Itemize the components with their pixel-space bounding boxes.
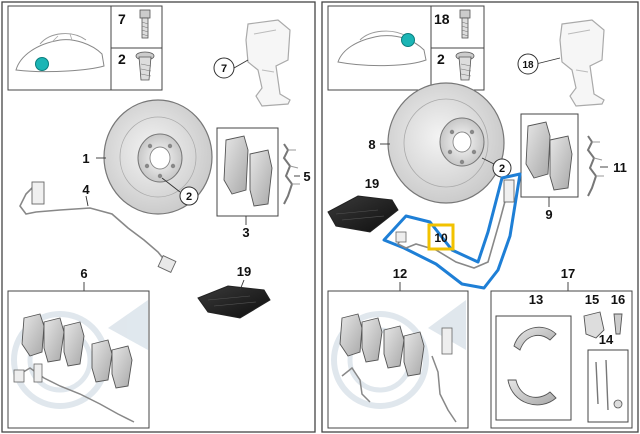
- right-brake-pads: [520, 113, 579, 198]
- callout-right-2: 2: [499, 163, 505, 175]
- left-brake-disc: [103, 99, 213, 215]
- disc-screw-icon: [135, 51, 155, 81]
- left-repair-kit: [7, 290, 150, 429]
- right-wear-sensor: [395, 179, 515, 269]
- caliper-bolt-icon: [139, 9, 151, 39]
- selected-part-highlight-box: [427, 223, 455, 251]
- vehicle-position-marker: [35, 57, 49, 71]
- callout-right-12: 12: [393, 266, 407, 281]
- callout-right-15: 15: [585, 292, 599, 307]
- caliper-bolt-icon: [459, 9, 471, 39]
- callout-right-11: 11: [613, 160, 627, 175]
- callout-left-1: 1: [82, 151, 89, 166]
- callout-left-2: 2: [186, 191, 192, 203]
- left-bolt-key-label-7: 7: [118, 11, 126, 27]
- callout-right-10[interactable]: 10: [434, 231, 448, 245]
- callout-right-8: 8: [368, 137, 375, 152]
- selected-part-callout-10[interactable]: 10: [427, 223, 455, 251]
- adjuster-part: [583, 311, 605, 339]
- vehicle-position-marker: [401, 33, 415, 47]
- sensor-highlight-outline: [382, 172, 522, 290]
- disc-screw-icon: [455, 51, 475, 81]
- callout-left-3: 3: [242, 225, 249, 240]
- right-parking-brake-kit: [490, 290, 633, 429]
- callout-right-9: 9: [545, 207, 552, 222]
- right-repair-kit: [327, 290, 469, 429]
- callout-right-16: 16: [611, 292, 625, 307]
- right-bolt-key-label-2: 2: [437, 51, 445, 67]
- callout-right-13: 13: [529, 292, 543, 307]
- left-vehicle-thumbnail: [7, 5, 112, 91]
- callout-left-7: 7: [221, 63, 227, 75]
- spring-pin-part: [613, 313, 623, 335]
- right-panel-frame: [321, 1, 639, 433]
- left-wear-sensor: [19, 181, 177, 273]
- left-bolt-key-label-2: 2: [118, 51, 126, 67]
- right-caliper-carrier: [559, 19, 605, 107]
- right-vehicle-thumbnail: [327, 5, 432, 91]
- left-anti-rattle-clip: [282, 143, 300, 205]
- left-grease-sachet: [197, 285, 271, 319]
- left-panel-frame: [1, 1, 316, 433]
- callout-left-19: 19: [237, 264, 251, 279]
- right-bolt-key-box: 18 2: [430, 5, 485, 91]
- left-bolt-key-box: 7 2: [110, 5, 163, 91]
- callout-right-18: 18: [522, 60, 534, 71]
- left-brake-pads: [216, 127, 279, 217]
- callout-right-19: 19: [365, 176, 379, 191]
- right-brake-disc: [387, 82, 505, 204]
- right-bolt-key-label-18: 18: [434, 11, 450, 27]
- callout-right-17: 17: [561, 266, 575, 281]
- callout-left-6: 6: [80, 266, 87, 281]
- left-caliper-carrier: [245, 19, 291, 107]
- right-anti-rattle-clip: [586, 135, 604, 197]
- callout-left-5: 5: [303, 169, 310, 184]
- callout-right-14: 14: [599, 332, 614, 347]
- callout-left-4: 4: [82, 182, 90, 197]
- right-grease-sachet: [327, 195, 399, 233]
